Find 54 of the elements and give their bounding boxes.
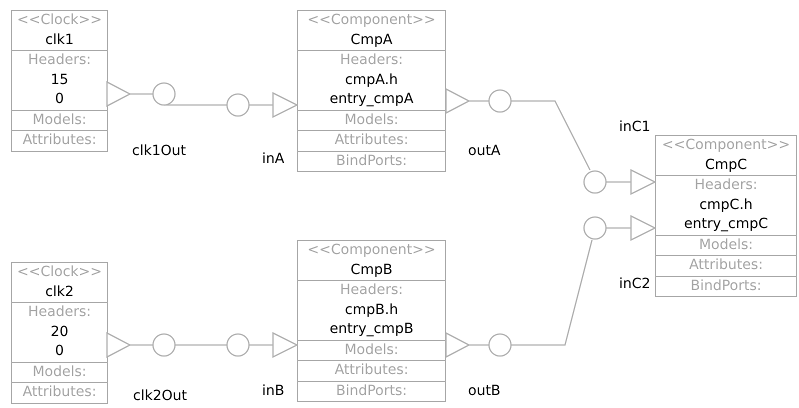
section-heading: Attributes: [688,256,764,275]
class-entry: CmpB [350,260,394,280]
section-heading: BindPorts: [334,382,408,400]
section-heading: <<Clock>> [16,263,103,282]
section-heading: Attributes: [334,131,410,150]
section-heading: Models: [31,362,88,382]
class-entry: clk1 [44,30,75,50]
section-heading: Models: [31,110,88,130]
section-heading: Headers: [27,303,92,322]
port-label: inC2 [619,275,650,294]
port-label: clk1Out [132,142,186,161]
class-entry: entry_cmpA [328,90,414,109]
port-label: outA [468,142,501,161]
port-label: outB [468,382,501,401]
section-heading: Attributes: [22,131,98,150]
section-heading: Attributes: [334,361,410,380]
section-heading: BindPorts: [334,152,408,170]
section-heading: <<Component>> [306,11,437,30]
port-label: inC1 [619,118,650,137]
class-box [655,135,797,297]
section-heading: Headers: [694,176,758,195]
class-entry: entry_cmpB [328,320,414,339]
section-heading: Models: [343,110,400,130]
port-label: inB [262,382,284,401]
class-entry: 0 [54,342,65,361]
section-heading: <<Clock>> [16,11,103,30]
class-entry: CmpC [704,156,748,174]
section-heading: <<Component>> [306,241,437,260]
class-entry: 0 [54,90,65,109]
class-box [297,240,446,402]
class-entry: CmpA [350,30,394,50]
connector-line [511,240,593,346]
section-heading: Headers: [339,51,404,70]
class-entry: entry_cmpC [682,215,769,234]
class-box [11,10,108,152]
section-heading: Models: [343,340,400,360]
section-heading: Headers: [27,51,92,70]
class-entry: clk2 [44,282,75,302]
section-heading: Headers: [339,281,404,300]
class-entry: cmpB.h [344,300,400,320]
port-label: clk2Out [133,387,187,406]
section-heading: <<Component>> [660,136,792,155]
section-heading: Models: [698,236,754,254]
section-heading: BindPorts: [689,276,763,296]
class-entry: 20 [50,322,70,342]
port-label: inA [262,150,284,169]
section-heading: Attributes: [22,383,98,402]
connector-line [175,344,227,346]
class-box [11,262,108,404]
class-box [297,10,446,172]
class-entry: 15 [50,70,70,90]
class-entry: cmpC.h [698,196,754,214]
class-entry: cmpA.h [344,70,399,90]
connector-line [511,100,591,170]
